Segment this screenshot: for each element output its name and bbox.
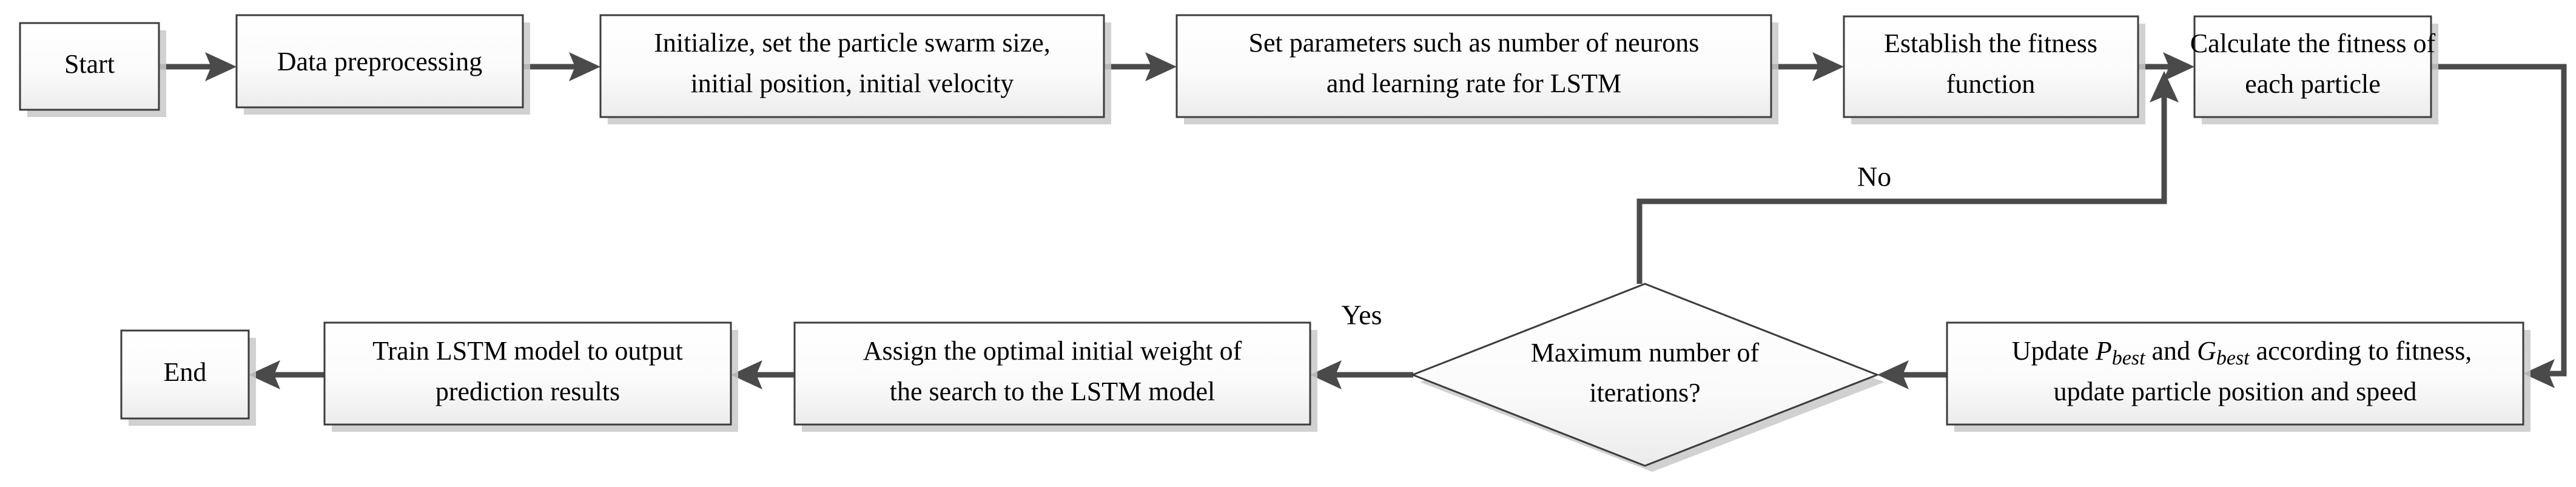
establish-fitness-box[interactable] — [1843, 15, 2139, 118]
decision-diamond[interactable] — [1410, 283, 1880, 467]
initialize-swarm-label-line1: Initialize, set the particle swarm size, — [654, 28, 1051, 58]
edge-start-to-preprocess — [159, 52, 237, 81]
calculate-fitness-label-line2: each particle — [2245, 69, 2381, 99]
node-start[interactable]: Start — [19, 22, 166, 117]
update-prefix: Update — [2012, 336, 2096, 366]
update-pbest-gbest-label-line2: update particle position and speed — [2054, 377, 2417, 406]
assign-optimal-weight-box[interactable] — [793, 321, 1311, 426]
node-train-lstm-output[interactable]: Train LSTM model to output prediction re… — [323, 321, 738, 432]
end-box[interactable] — [120, 329, 250, 420]
edge-initialize-to-setparams — [1104, 52, 1177, 81]
gbest-sub: best — [2216, 347, 2250, 369]
edge-decision-no-to-calcfitness — [1636, 71, 2179, 284]
train-lstm-label-line2: prediction results — [435, 377, 620, 406]
pbest-var: P — [2095, 336, 2112, 366]
edge-assign-to-train — [731, 360, 795, 389]
set-lstm-parameters-label-line1: Set parameters such as number of neurons — [1249, 28, 1700, 58]
node-set-lstm-parameters[interactable]: Set parameters such as number of neurons… — [1175, 14, 1778, 124]
node-max-iterations-decision[interactable]: Maximum number of iterations? — [1410, 283, 1885, 472]
update-pbest-gbest-box[interactable] — [1946, 321, 2524, 426]
assign-optimal-weight-label-line2: the search to the LSTM model — [890, 377, 1215, 406]
train-lstm-box[interactable] — [323, 321, 732, 426]
establish-fitness-label-line1: Establish the fitness — [1884, 29, 2097, 58]
update-and: and — [2145, 336, 2198, 366]
data-preprocessing-label: Data preprocessing — [277, 47, 482, 76]
decision-label-line2: iterations? — [1589, 378, 1700, 408]
edge-train-to-end — [249, 360, 325, 389]
edge-updatebest-to-decision — [1877, 360, 1947, 389]
node-assign-optimal-weight[interactable]: Assign the optimal initial weight of the… — [793, 321, 1317, 432]
node-data-preprocessing[interactable]: Data preprocessing — [235, 14, 530, 115]
edge-decision-yes-to-assign — [1310, 360, 1413, 389]
train-lstm-label-line1: Train LSTM model to output — [372, 336, 683, 366]
end-label: End — [164, 357, 207, 387]
update-pbest-gbest-label-line1: Update Pbest and Gbest according to fitn… — [1952, 336, 2518, 369]
update-suffix: according to fitness, — [2250, 336, 2472, 366]
connector-layer — [159, 52, 2567, 389]
gbest-var: G — [2197, 336, 2216, 366]
node-establish-fitness-function[interactable]: Establish the fitness function — [1843, 15, 2145, 124]
node-update-pbest-gbest[interactable]: Update Pbest and Gbest according to fitn… — [1946, 321, 2531, 432]
start-box[interactable] — [19, 22, 160, 111]
edge-fitnessfn-to-calcfitness — [2138, 52, 2194, 81]
start-label: Start — [64, 49, 115, 79]
set-lstm-parameters-label-line2: and learning rate for LSTM — [1327, 69, 1621, 98]
calculate-fitness-box[interactable] — [2193, 15, 2432, 118]
node-calculate-fitness[interactable]: Calculate the fitness of each particle — [2190, 15, 2438, 124]
node-end[interactable]: End — [120, 329, 256, 426]
edge-label-no: No — [1857, 161, 1891, 192]
edge-setparams-to-fitnessfn — [1771, 52, 1844, 81]
decision-label-line1: Maximum number of — [1531, 338, 1760, 368]
initialize-swarm-box[interactable] — [599, 14, 1105, 118]
assign-optimal-weight-label-line1: Assign the optimal initial weight of — [863, 336, 1242, 366]
initialize-swarm-label-line2: initial position, initial velocity — [691, 69, 1014, 98]
pbest-sub: best — [2112, 347, 2146, 369]
set-lstm-parameters-box[interactable] — [1175, 14, 1772, 118]
data-preprocessing-box[interactable] — [235, 14, 524, 109]
node-initialize-swarm[interactable]: Initialize, set the particle swarm size,… — [599, 14, 1111, 124]
calculate-fitness-label-line1: Calculate the fitness of — [2190, 29, 2436, 58]
establish-fitness-label-line2: function — [1946, 69, 2036, 99]
edge-calcfitness-to-updatebest — [2431, 64, 2567, 388]
edge-preprocess-to-initialize — [523, 52, 600, 81]
edge-label-yes: Yes — [1342, 300, 1382, 331]
